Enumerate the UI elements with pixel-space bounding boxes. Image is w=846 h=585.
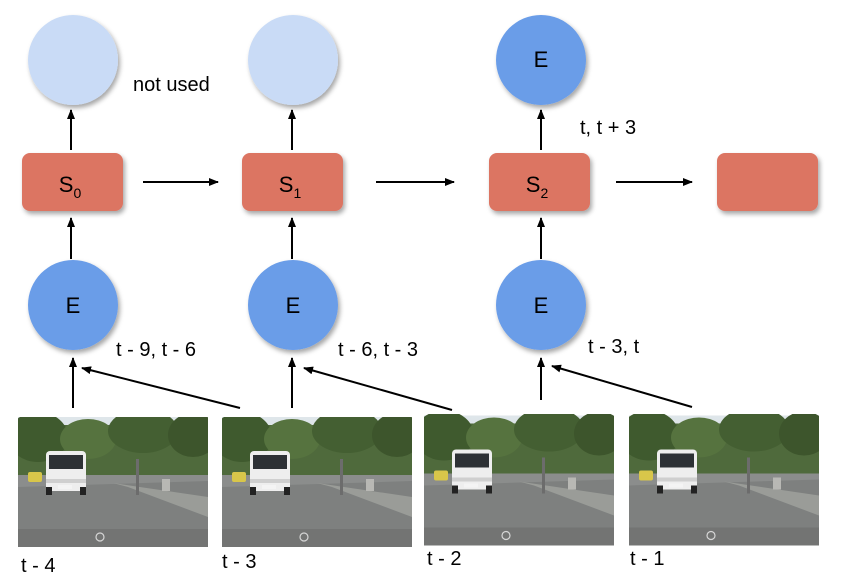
state-sub-1: 1 <box>293 185 301 201</box>
frame-0 <box>18 417 208 547</box>
state-sub-2: 2 <box>540 185 548 201</box>
encoder-label-2: E <box>534 293 549 318</box>
frame-photo-3 <box>629 414 819 547</box>
state-label-1: S <box>279 172 294 197</box>
state-box-0: S0 <box>22 153 123 211</box>
frame-label-1: t - 3 <box>222 551 256 573</box>
frame-label-3: t - 1 <box>630 548 664 570</box>
arrow-frame1-to-enc0 <box>81 366 241 409</box>
frame-1 <box>222 417 412 547</box>
svg-text:S2: S2 <box>526 172 549 201</box>
encoder-circle-0: E <box>28 260 118 350</box>
unused-output-circle-1 <box>248 15 338 105</box>
encoder-label-1: E <box>286 293 301 318</box>
arrow-frame3b-to-enc2 <box>551 364 693 408</box>
state-box-3 <box>717 153 818 211</box>
encoder-times-2: t - 3, t <box>588 336 640 358</box>
state-box-1: S1 <box>242 153 343 211</box>
state-sub-0: 0 <box>73 185 81 201</box>
frame-photo-1 <box>222 417 412 547</box>
encoder-circle-1: E <box>248 260 338 350</box>
encoder-times-1: t - 6, t - 3 <box>338 339 418 361</box>
encoder-circle-2: E <box>496 260 586 350</box>
svg-text:S0: S0 <box>59 172 82 201</box>
frame-3 <box>629 414 819 547</box>
state-label-0: S <box>59 172 74 197</box>
arrow-frame2-to-enc1 <box>303 366 453 411</box>
frame-photo-2 <box>424 414 614 547</box>
svg-text:S1: S1 <box>279 172 302 201</box>
output-encoder-circle: E <box>496 15 586 105</box>
not-used-label: not used <box>133 74 210 96</box>
frame-label-0: t - 4 <box>21 555 55 577</box>
state-label-2: S <box>526 172 541 197</box>
encoder-label-0: E <box>66 293 81 318</box>
unused-output-circle-0 <box>28 15 118 105</box>
state-box-2: S2 <box>489 153 590 211</box>
frame-2 <box>424 414 614 547</box>
frame-photo-0 <box>18 417 208 547</box>
encoder-times-0: t - 9, t - 6 <box>116 339 196 361</box>
frame-label-2: t - 2 <box>427 548 461 570</box>
output-encoder-label: E <box>534 47 549 72</box>
output-times-label: t, t + 3 <box>580 117 636 139</box>
